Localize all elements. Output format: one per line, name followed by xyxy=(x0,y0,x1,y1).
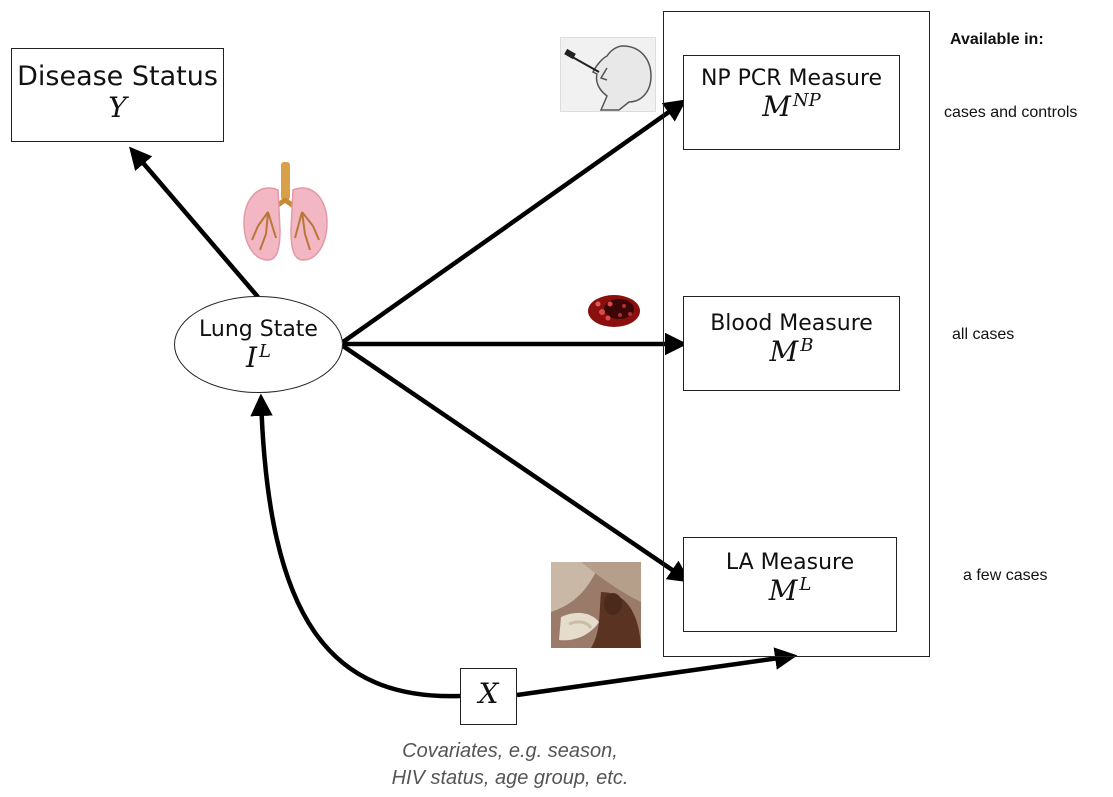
nasal-swab-icon xyxy=(560,37,656,112)
disease-status-symbol: Y xyxy=(108,91,127,125)
arrow-x-to-lung xyxy=(250,393,461,699)
disease-status-box: Disease Status Y xyxy=(11,48,224,142)
covariate-x-symbol: X xyxy=(478,677,499,710)
lung-aspirate-photo-icon xyxy=(551,562,641,648)
availability-blood: all cases xyxy=(952,326,1015,343)
measurement-container xyxy=(663,11,930,657)
la-measure-label: LA Measure xyxy=(725,550,855,575)
covariates-caption-line1: Covariates, e.g. season, xyxy=(402,740,618,762)
arrow-lung-to-disease xyxy=(129,146,260,299)
lung-state-label: Lung State xyxy=(199,317,318,342)
disease-status-label: Disease Status xyxy=(17,61,218,92)
lungs-icon xyxy=(238,160,333,264)
covariates-caption: Covariates, e.g. season, HIV status, age… xyxy=(360,738,660,792)
blood-measure-label: Blood Measure xyxy=(710,311,873,336)
blood-cell-icon xyxy=(586,290,642,330)
availability-la: a few cases xyxy=(963,567,1048,584)
np-pcr-label: NP PCR Measure xyxy=(700,66,883,91)
available-in-header: Available in: xyxy=(950,31,1044,48)
arrow-lung-to-np xyxy=(341,99,687,344)
covariate-x-box: X xyxy=(460,668,517,725)
availability-np: cases and controls xyxy=(944,104,1078,121)
covariates-caption-line2: HIV status, age group, etc. xyxy=(391,767,629,789)
arrow-x-to-measures xyxy=(516,647,798,698)
arrow-lung-to-la xyxy=(341,344,691,583)
